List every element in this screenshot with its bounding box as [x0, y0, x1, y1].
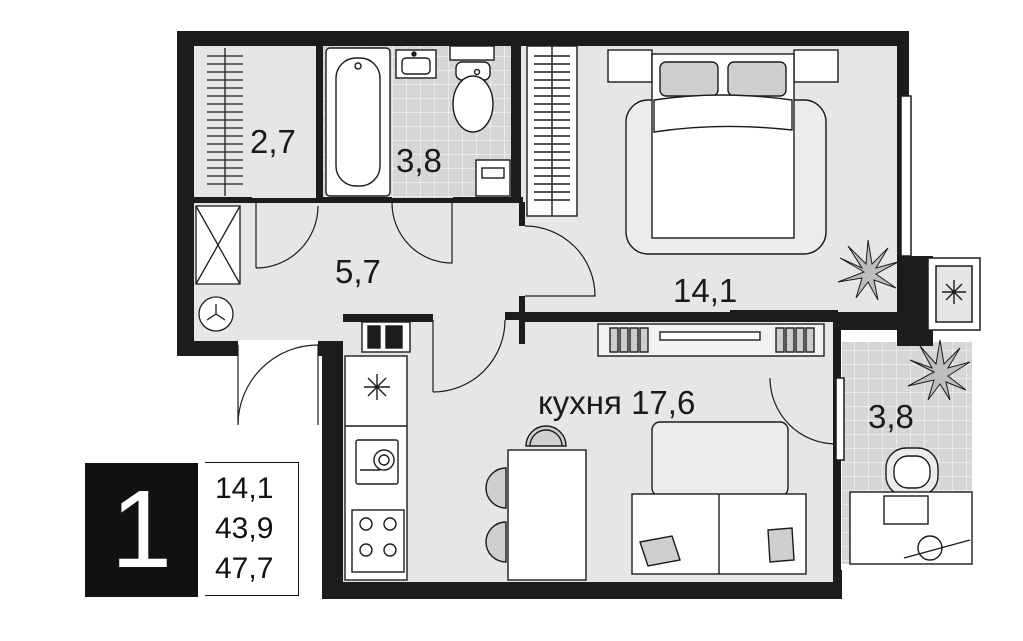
hood-icon: [364, 374, 390, 400]
balcony-plant-icon: [907, 339, 971, 401]
chair-left-2: [485, 521, 507, 563]
total-area: 43,9: [215, 512, 274, 545]
toilet-bowl: [452, 75, 494, 133]
balcony-door: [769, 377, 837, 445]
wardrobe-floor: [194, 46, 316, 198]
area-summary: 14,1 43,9 47,7: [205, 462, 299, 596]
books-right: [775, 327, 815, 353]
wardrobe-area: 2,7: [250, 123, 296, 160]
blanket: [653, 94, 793, 133]
chair-top: [525, 425, 567, 447]
balcony-area: 3,8: [868, 398, 914, 435]
books-left: [609, 327, 649, 353]
cushion-left: [639, 535, 681, 567]
room-labels: 2,7 3,8 5,7 14,1 кухня 17,6 3,8: [250, 123, 914, 435]
bedside-table-left: [607, 49, 653, 83]
entrance-door: [237, 344, 319, 426]
sofa-backrest: [651, 421, 789, 497]
living-area: 14,1: [215, 472, 274, 505]
bathroom-fixtures: [325, 45, 511, 197]
doors: [237, 202, 837, 445]
hallway-area: 5,7: [335, 253, 381, 290]
kitchen-door: [432, 319, 506, 393]
room-count-badge: 1: [85, 463, 198, 597]
bedroom-door: [524, 225, 596, 297]
toilet-tank: [449, 45, 495, 61]
chair-left-1: [485, 467, 507, 509]
entrance-gap: [238, 340, 318, 358]
hallway-closet: [195, 205, 241, 332]
kitchen-furniture: [344, 321, 825, 581]
pillow-left: [659, 61, 719, 97]
kitchen-sink: [355, 439, 399, 485]
bedside-table-right: [793, 49, 839, 83]
room-count: 1: [110, 468, 173, 591]
bedroom-furniture: [526, 45, 839, 255]
plant-icon: [837, 239, 899, 301]
balcony-furniture: [849, 280, 973, 565]
windows: [835, 95, 981, 461]
bathroom-door: [391, 202, 453, 264]
cooktop: [351, 509, 405, 573]
dining-table: [507, 449, 587, 581]
pillow-right: [727, 61, 787, 97]
bedroom-area: 14,1: [673, 272, 737, 309]
wardrobe-shelves: [207, 48, 243, 196]
wardrobe-door: [255, 203, 319, 269]
inner-walls: [194, 46, 933, 582]
kitchen-area: кухня 17,6: [538, 384, 695, 421]
area-with-balcony: 47,7: [215, 552, 274, 585]
cushion-right: [767, 527, 795, 563]
balcony-fan-icon: [942, 280, 966, 304]
bathroom-area: 3,8: [396, 142, 442, 179]
